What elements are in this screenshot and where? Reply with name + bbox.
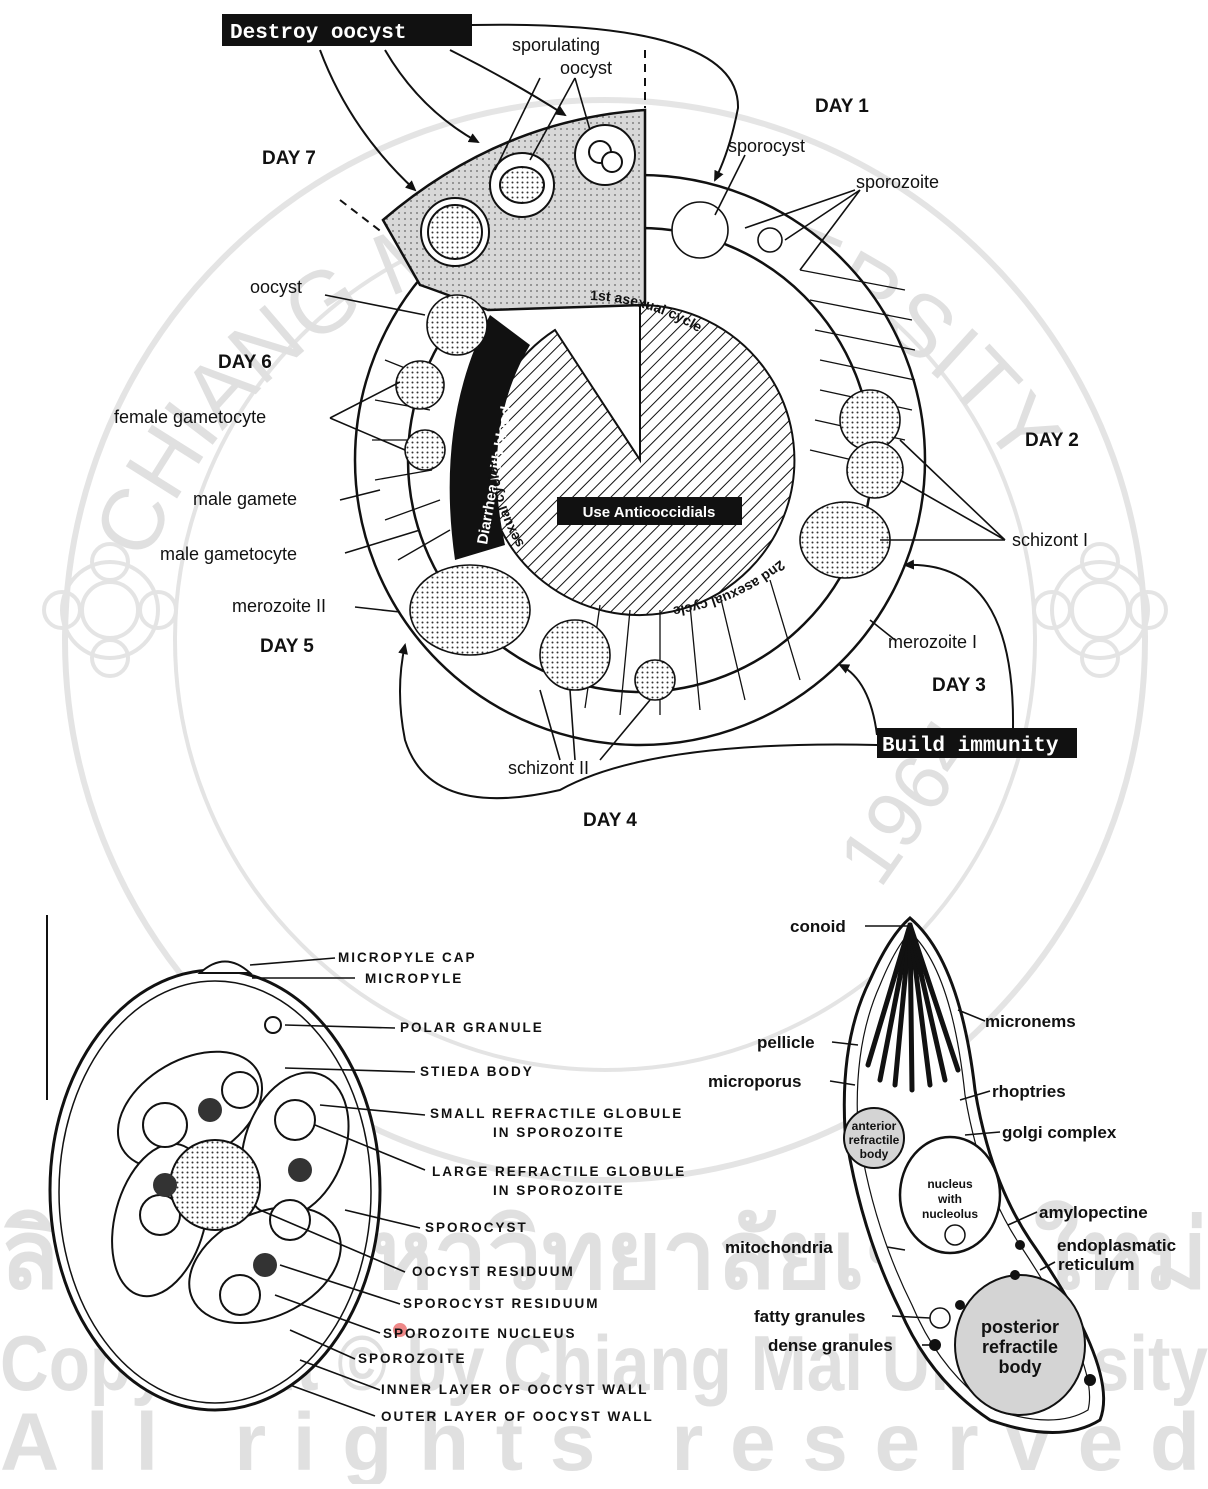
day-1-label: DAY 1 [815, 96, 869, 117]
sporo-label-golgi: golgi complex [1002, 1123, 1117, 1142]
oocyst-label-oocyst-residuum: OOCYST RESIDUUM [412, 1264, 575, 1279]
label-female-gametocyte: female gametocyte [114, 407, 266, 427]
oocyst-label-sporozoite: SPOROZOITE [358, 1351, 467, 1366]
anticoccidial-center [484, 305, 794, 615]
oocyst-label-polar-granule: POLAR GRANULE [400, 1020, 544, 1035]
inner-nucleus-2: with [937, 1192, 962, 1206]
label-merozoite-1: merozoite I [888, 632, 977, 652]
inner-anterior-3: body [860, 1147, 889, 1161]
fatty-granule [930, 1308, 950, 1328]
micropyle-cap [200, 962, 250, 974]
sporo-label-conoid: conoid [790, 917, 846, 936]
inner-anterior-1: anterior [852, 1119, 897, 1133]
oocyst-label-outer-wall: OUTER LAYER OF OOCYST WALL [381, 1409, 654, 1424]
oocyst-label-large-globule: LARGE REFRACTILE GLOBULE [432, 1164, 686, 1179]
oocyst-label-large-globule-2: IN SPOROZOITE [493, 1183, 625, 1198]
label-sporozoite: sporozoite [856, 172, 939, 192]
sporo-label-rhoptries: rhoptries [992, 1082, 1066, 1101]
oocyst-residuum [170, 1140, 260, 1230]
sporo-label-mitochondria: mitochondria [725, 1238, 833, 1257]
day-3-label: DAY 3 [932, 675, 986, 696]
inner-posterior-3: body [999, 1357, 1042, 1377]
oocyst-label-sporozoite-nucleus: SPOROZOITE NUCLEUS [383, 1326, 577, 1341]
center-label: Use Anticoccidials [583, 504, 716, 521]
sporo-label-endoplasmatic: endoplasmatic [1057, 1236, 1176, 1255]
nucleolus [945, 1225, 965, 1245]
inner-posterior-1: posterior [981, 1317, 1059, 1337]
label-male-gametocyte: male gametocyte [160, 544, 297, 564]
life-cycle-diagram: Diarrhea with blood 1st asexual cycle 2n… [114, 14, 1088, 831]
sporo-label-microporus: microporus [708, 1072, 802, 1091]
oocyst-label-small-globule: SMALL REFRACTILE GLOBULE [430, 1106, 683, 1121]
inner-anterior-2: refractile [849, 1133, 900, 1147]
label-male-gamete: male gamete [193, 489, 297, 509]
label-merozoite-2: merozoite II [232, 596, 326, 616]
polar-granule [265, 1017, 281, 1033]
sporo-label-amylopectine: amylopectine [1039, 1203, 1148, 1222]
label-sporulating: sporulating [512, 35, 600, 55]
day-2-label: DAY 2 [1025, 430, 1079, 451]
day-7-label: DAY 7 [262, 148, 316, 169]
sporo-label-micronems: micronems [985, 1012, 1076, 1031]
day-4-label: DAY 4 [583, 810, 637, 831]
label-oocyst: oocyst [250, 277, 302, 297]
inner-nucleus-3: nucleolus [922, 1207, 978, 1221]
day-5-label: DAY 5 [260, 636, 314, 657]
label-sporocyst: sporocyst [728, 136, 805, 156]
build-immunity-label: Build immunity [882, 735, 1059, 758]
oocyst-label-sporocyst: SPOROCYST [425, 1220, 528, 1235]
label-sporulating-oocyst: oocyst [560, 58, 612, 78]
oocyst-label-small-globule-2: IN SPOROZOITE [493, 1125, 625, 1140]
sporo-label-dense: dense granules [768, 1336, 893, 1355]
destroy-oocyst-label: Destroy oocyst [230, 22, 406, 45]
oocyst-label-micropyle-cap: MICROPYLE CAP [338, 950, 477, 965]
sporo-label-reticulum: reticulum [1058, 1255, 1135, 1274]
day-6-label: DAY 6 [218, 352, 272, 373]
label-schizont-2: schizont II [508, 758, 589, 778]
sporo-label-pellicle: pellicle [757, 1033, 815, 1052]
oocyst-label-sporocyst-residuum: SPOROCYST RESIDUUM [403, 1296, 600, 1311]
oocyst-label-micropyle: MICROPYLE [365, 971, 463, 986]
sporo-label-fatty: fatty granules [754, 1307, 865, 1326]
label-schizont-1: schizont I [1012, 530, 1088, 550]
inner-nucleus-1: nucleus [927, 1177, 973, 1191]
oocyst-label-stieda-body: STIEDA BODY [420, 1064, 534, 1079]
inner-posterior-2: refractile [982, 1337, 1058, 1357]
oocyst-label-inner-wall: INNER LAYER OF OOCYST WALL [381, 1382, 649, 1397]
